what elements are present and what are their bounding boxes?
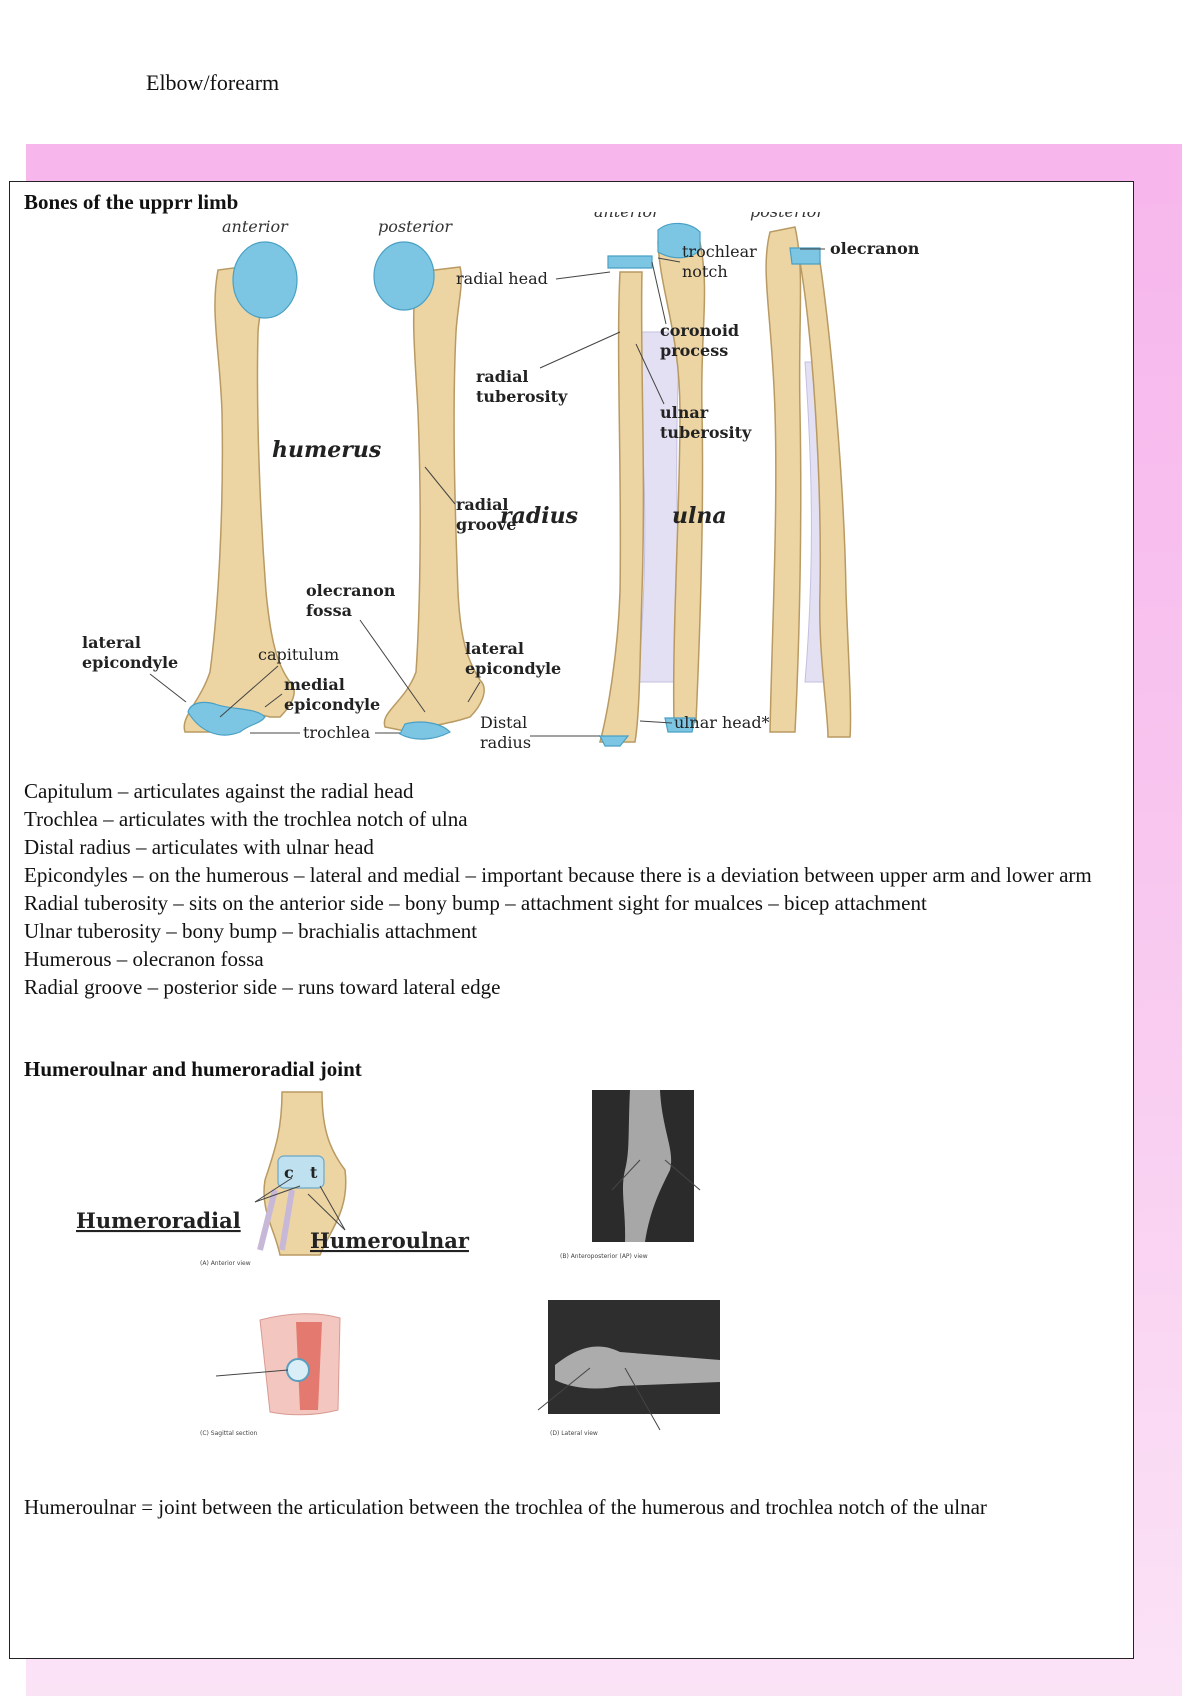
trochlear-notch-label-1: trochlear [682,242,757,261]
radial-tuberosity-label-2: tuberosity [476,387,568,406]
olecranon-fossa-label-1: olecranon [306,581,396,600]
ulnar-head-label: ulnar head* [674,713,770,732]
olecranon-label: olecranon [830,239,920,258]
caption-b: (B) Anteroposterior (AP) view [560,1253,648,1260]
forearm-anterior-label: anterior [594,212,661,221]
lateral-epicondyle-right-label-2: epicondyle [465,659,561,678]
distal-radius-label-2: radius [480,733,531,752]
radial-head-label: radial head [456,269,548,288]
olecranon-fossa-label-2: fossa [306,601,352,620]
capitulum-label: capitulum [258,645,339,664]
humeroulnar-label: Humeroulnar [310,1228,470,1253]
coronoid-process-label-2: process [660,341,728,360]
note-line: Trochlea – articulates with the trochlea… [24,805,1124,833]
ap-xray-image [592,1090,700,1242]
trochlear-notch-label-2: notch [682,262,728,281]
joint-figure: c t Humeroradial Humeroulnar (A) Anterio… [60,1090,760,1450]
humeroulnar-note: Humeroulnar = joint between the articula… [24,1493,1124,1521]
ulnar-tuberosity-label-1: ulnar [660,403,709,422]
ulna-label: ulna [672,503,727,529]
note-line: Radial tuberosity – sits on the anterior… [24,889,1124,917]
forearm-posterior-label: posterior [750,212,825,221]
note-line: Capitulum – articulates against the radi… [24,777,1124,805]
ulnar-tuberosity-label-2: tuberosity [660,423,752,442]
caption-a: (A) Anterior view [200,1260,251,1267]
lateral-epicondyle-left-label-1: lateral [82,633,141,652]
radius-label: radius [500,503,578,529]
note-line: Ulnar tuberosity – bony bump – brachiali… [24,917,1124,945]
medial-epicondyle-label-2: epicondyle [284,695,380,714]
trochlea-label: trochlea [303,723,371,742]
bone-notes: Capitulum – articulates against the radi… [24,777,1124,1001]
c-label: c [284,1163,294,1182]
caption-d: (D) Lateral view [550,1430,598,1437]
humeroradial-label: Humeroradial [76,1208,241,1233]
humerus-label: humerus [272,437,381,463]
radial-tuberosity-label-1: radial [476,367,529,386]
coronoid-process-label-1: coronoid [660,321,739,340]
lateral-epicondyle-right-label-1: lateral [465,639,524,658]
lateral-xray-image [538,1300,720,1430]
humerus-anterior-label: anterior [222,217,289,236]
note-line: Radial groove – posterior side – runs to… [24,973,1124,1001]
forearm-anterior-drawing [600,223,705,746]
forearm-posterior-drawing [766,227,850,737]
lateral-epicondyle-left-label-2: epicondyle [82,653,178,672]
section-heading-joints: Humeroulnar and humeroradial joint [24,1057,362,1082]
note-line: Distal radius – articulates with ulnar h… [24,833,1124,861]
page-title: Elbow/forearm [146,70,279,96]
note-line: Humerous – olecranon fossa [24,945,1124,973]
t-label: t [310,1163,318,1182]
bones-figure: anterior posterior humerus radial groove… [60,212,1020,762]
distal-radius-label-1: Distal [480,713,527,732]
humerus-posterior-label: posterior [378,217,453,236]
sagittal-section-drawing [216,1314,340,1415]
medial-epicondyle-label-1: medial [284,675,345,694]
note-line: Epicondyles – on the humerous – lateral … [24,861,1124,889]
caption-c: (C) Sagittal section [200,1430,258,1437]
